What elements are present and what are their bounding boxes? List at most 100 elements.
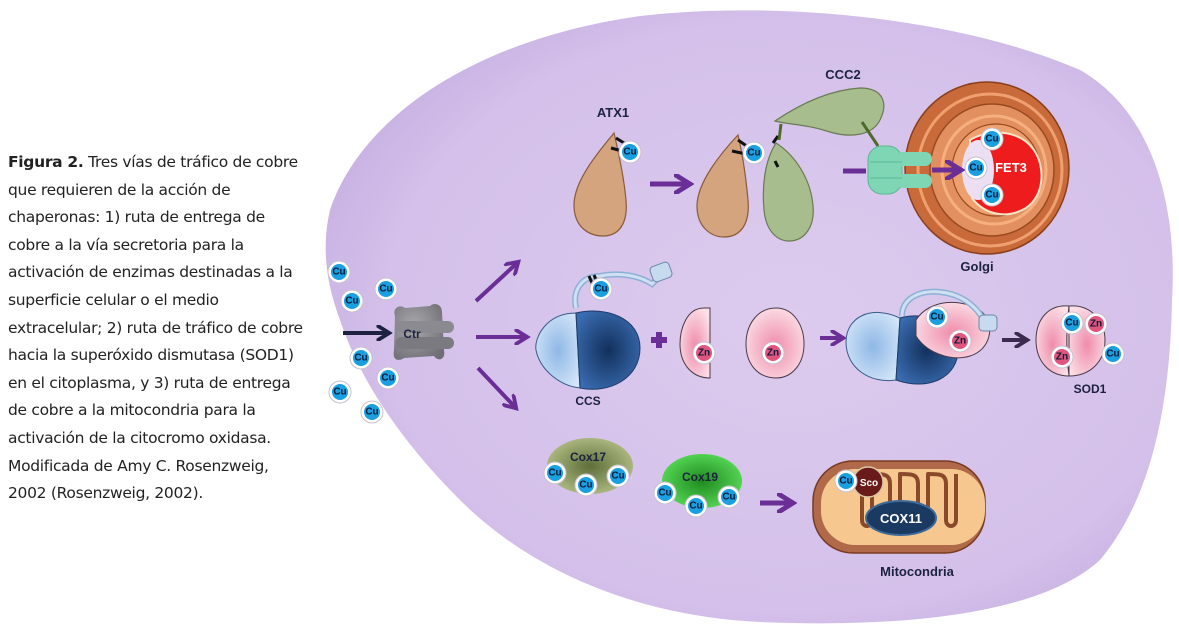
copper-ion: Cu <box>964 156 988 180</box>
copper-ion: Cu <box>742 141 766 165</box>
ion-core <box>746 145 762 161</box>
copper-ion: Cu <box>327 260 351 284</box>
ion-core <box>364 404 380 420</box>
ion-core <box>622 144 638 160</box>
copper-symbol: Cu <box>379 284 392 295</box>
copper-ion: Cu <box>1060 311 1084 335</box>
mitochondrion <box>812 460 986 554</box>
ion-core <box>952 333 968 349</box>
copper-symbol: Cu <box>365 407 378 418</box>
ion-core <box>380 370 396 386</box>
label-cox11: COX11 <box>880 511 922 526</box>
copper-ion: Cu <box>684 494 708 518</box>
ion-core <box>610 468 626 484</box>
copper-ion: Cu <box>376 366 400 390</box>
ion-core <box>331 264 347 280</box>
zinc-symbol: Zn <box>1090 319 1102 330</box>
copper-ion: Cu <box>574 473 598 497</box>
copper-ion: Cu <box>925 305 949 329</box>
copper-ion: Cu <box>653 481 677 505</box>
copper-ion: Cu <box>349 346 373 370</box>
copper-ion: Cu <box>980 183 1004 207</box>
copper-ion: Cu <box>340 289 364 313</box>
label-ctr: Ctr <box>403 327 421 341</box>
figure-caption: Figura 2. Tres vías de tráfico de cobre … <box>8 149 308 508</box>
label-atx1: ATX1 <box>597 105 629 120</box>
label-sco: Sco <box>860 478 878 489</box>
ccc2-protein <box>762 87 885 242</box>
caption-text: Tres vías de tráfico de cobre que requie… <box>8 153 303 503</box>
copper-ion: Cu <box>360 400 384 424</box>
copper-ion: Cu <box>834 469 858 493</box>
copper-symbol: Cu <box>333 387 346 398</box>
atx1-protein <box>573 131 627 237</box>
ion-core <box>593 281 609 297</box>
copper-ion: Cu <box>717 485 741 509</box>
copper-symbol: Cu <box>1065 318 1078 329</box>
copper-ion: Cu <box>328 380 352 404</box>
zinc-symbol: Zn <box>767 348 779 359</box>
ccs-chaperone <box>535 261 673 390</box>
copper-ion: Cu <box>606 464 630 488</box>
label-mitocondria: Mitocondria <box>880 564 954 579</box>
copper-symbol: Cu <box>354 353 367 364</box>
ion-core <box>378 281 394 297</box>
copper-ion: Cu <box>374 277 398 301</box>
zinc-ion: Zn <box>948 329 972 353</box>
label-ccc2: CCC2 <box>825 67 860 82</box>
ion-core <box>657 485 673 501</box>
ion-core <box>344 293 360 309</box>
copper-symbol: Cu <box>985 190 998 201</box>
copper-ion: Cu <box>980 127 1004 151</box>
ion-core <box>696 345 712 361</box>
label-sod1: SOD1 <box>1074 382 1107 396</box>
ion-core <box>968 160 984 176</box>
ion-core <box>353 350 369 366</box>
copper-symbol: Cu <box>594 284 607 295</box>
copper-symbol: Cu <box>930 312 943 323</box>
copper-symbol: Cu <box>1106 349 1119 360</box>
zinc-symbol: Zn <box>954 336 966 347</box>
copper-symbol: Cu <box>658 488 671 499</box>
arrow-to-pathway-1 <box>474 264 516 303</box>
ion-core <box>984 187 1000 203</box>
ion-core <box>578 477 594 493</box>
copper-symbol: Cu <box>623 147 636 158</box>
copper-ion: Cu <box>589 277 613 301</box>
ion-core <box>688 498 704 514</box>
label-golgi: Golgi <box>960 259 993 274</box>
ccc2-transporter <box>867 145 932 195</box>
ion-core <box>547 465 563 481</box>
zinc-ion: Zn <box>1084 312 1108 336</box>
label-ccs: CCS <box>575 394 600 408</box>
ion-core <box>1088 316 1104 332</box>
ion-core <box>721 489 737 505</box>
copper-symbol: Cu <box>345 296 358 307</box>
copper-ion: Cu <box>543 461 567 485</box>
arrow-to-pathway-3 <box>476 366 514 406</box>
atx1-protein-bound <box>696 133 749 238</box>
ctr-transporter <box>393 304 454 360</box>
copper-symbol: Cu <box>839 476 852 487</box>
copper-symbol: Cu <box>381 373 394 384</box>
label-cox17: Cox17 <box>570 450 606 464</box>
ion-core <box>332 384 348 400</box>
figure-label: Figura 2. <box>8 153 84 171</box>
ion-core <box>765 345 781 361</box>
zinc-symbol: Zn <box>1056 352 1068 363</box>
copper-ion: Cu <box>1101 342 1125 366</box>
copper-symbol: Cu <box>611 471 624 482</box>
ion-core <box>929 309 945 325</box>
copper-symbol: Cu <box>548 468 561 479</box>
label-cox19: Cox19 <box>682 470 718 484</box>
zinc-ion: Zn <box>761 341 785 365</box>
ion-core <box>1054 349 1070 365</box>
ion-core <box>1064 315 1080 331</box>
copper-symbol: Cu <box>969 163 982 174</box>
label-fet3: FET3 <box>995 160 1027 175</box>
copper-symbol: Cu <box>747 148 760 159</box>
zinc-symbol: Zn <box>698 348 710 359</box>
zinc-ion: Zn <box>692 341 716 365</box>
ion-core <box>1105 346 1121 362</box>
